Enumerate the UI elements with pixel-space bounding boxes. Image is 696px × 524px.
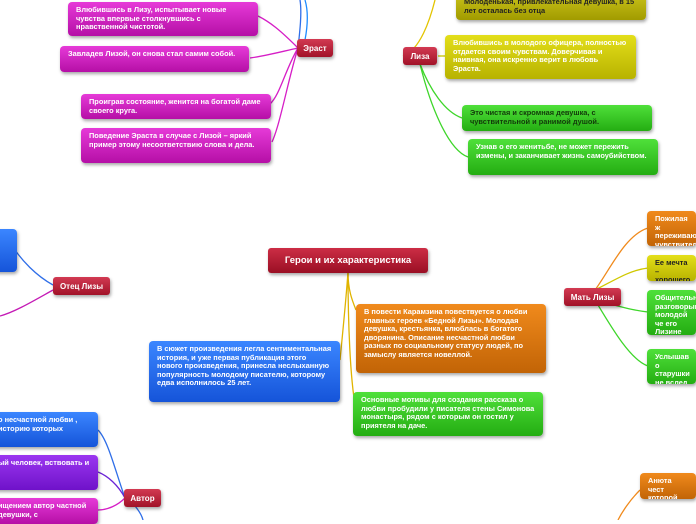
mat-item-2[interactable]: Ее мечта – хорошего ч — [647, 255, 696, 281]
hub-erast[interactable]: Эраст — [297, 39, 333, 57]
link-root-center1 — [347, 271, 357, 311]
link-erast-1 — [257, 15, 299, 49]
link-otec-2 — [0, 289, 54, 317]
erast-item-1[interactable]: Влюбившись в Лизу, испытывает новые чувс… — [68, 2, 258, 36]
avtor-item-1[interactable]: о несчастной любви , историю которых — [0, 412, 98, 447]
hub-mat[interactable]: Мать Лизы — [564, 288, 621, 306]
mat-item-1[interactable]: Пожилая ж переживающ чувствител — [647, 211, 696, 246]
link-br-1 — [617, 489, 641, 520]
center-item-2[interactable]: Основные мотивы для создания рассказа о … — [353, 392, 543, 436]
liza-item-1[interactable]: Молоденькая, привлекательная девушка, в … — [456, 0, 646, 20]
root-node[interactable]: Герои и их характеристика — [268, 248, 428, 273]
liza-item-3[interactable]: Это чистая и скромная девушка, с чувстви… — [462, 105, 652, 131]
bottom-right-item[interactable]: Анюта чест которой мож — [640, 473, 696, 499]
erast-item-3[interactable]: Проиграв состояние, женится на богатой д… — [81, 94, 271, 119]
hub-avtor[interactable]: Автор — [124, 489, 161, 507]
erast-item-2[interactable]: Завладев Лизой, он снова стал самим собо… — [60, 46, 249, 72]
link-mat-2 — [594, 267, 649, 291]
hub-otec[interactable]: Отец Лизы — [53, 277, 110, 295]
avtor-item-2[interactable]: ый человек, вствовать и — [0, 455, 98, 490]
center-item-3[interactable]: В сюжет произведения легла сентиментальн… — [149, 341, 340, 402]
link-liza-4 — [419, 63, 469, 158]
link-avtor-3 — [97, 497, 126, 511]
link-erast-3 — [269, 47, 299, 105]
link-avtor-2 — [97, 471, 126, 499]
link-root-center2 — [347, 271, 357, 411]
link-erast-4 — [271, 47, 299, 143]
link-liza-3 — [419, 63, 463, 119]
link-mat-4 — [594, 299, 649, 367]
link-otec-1 — [14, 249, 54, 286]
link-avtor-4 — [134, 505, 144, 520]
hub-liza[interactable]: Лиза — [403, 47, 437, 65]
link-mat-1 — [594, 227, 649, 291]
mat-item-4[interactable]: Услышав о старушки не вслед за не — [647, 349, 696, 384]
otec-item-1[interactable]: , — [0, 229, 17, 272]
liza-item-2[interactable]: Влюбившись в молодого офицера, полностью… — [445, 35, 636, 79]
link-erast-2 — [249, 47, 299, 59]
link-root-center3 — [339, 271, 349, 361]
erast-item-4[interactable]: Поведение Эраста в случае с Лизой – ярки… — [81, 128, 271, 163]
mat-item-3[interactable]: Общительна разговорыв молодой че его Лиз… — [647, 290, 696, 335]
link-avtor-1 — [97, 429, 126, 499]
link-erast-top-b — [304, 0, 308, 41]
center-item-1[interactable]: В повести Карамзина повествуется о любви… — [356, 304, 546, 373]
liza-item-4[interactable]: Узнав о его женитьбе, не может пережить … — [468, 139, 658, 175]
avtor-item-3[interactable]: ищением автор частной девушки, с — [0, 498, 98, 524]
